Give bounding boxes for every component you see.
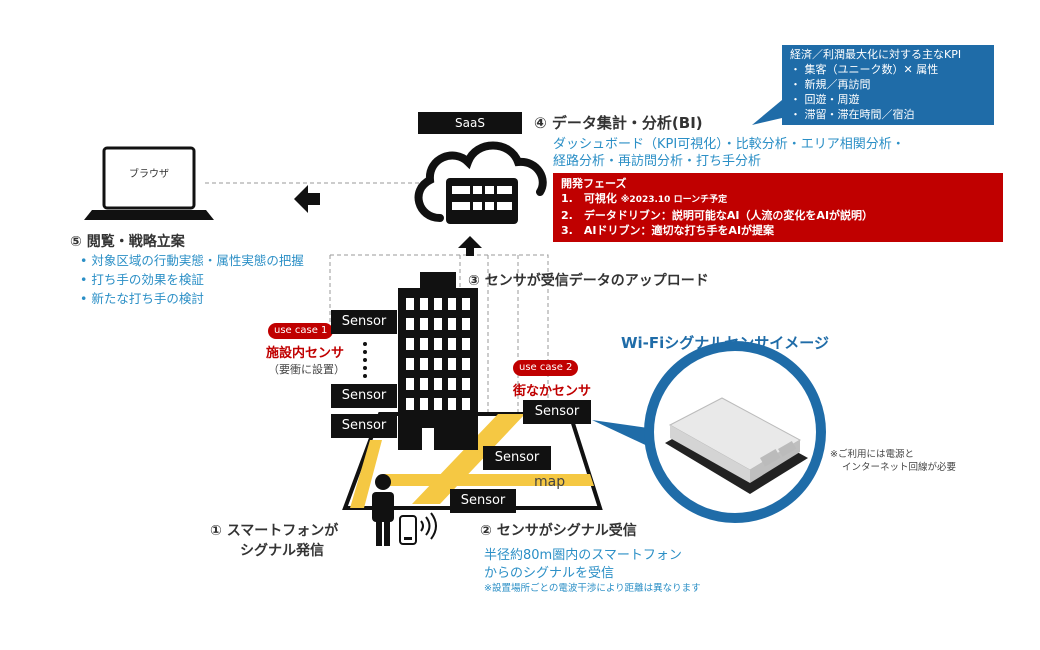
step4-line1: ダッシュボード（KPI可視化）・比較分析・エリア相関分析・ bbox=[553, 137, 905, 152]
use-case1-tag: use case 1 bbox=[268, 323, 334, 339]
step2-title: ② センサがシグナル受信 bbox=[480, 523, 637, 539]
step2-line1: 半径約80m圏内のスマートフォン bbox=[484, 548, 682, 563]
dev-phase-title: 開発フェーズ bbox=[561, 177, 627, 190]
dev-phase-box: 開発フェーズ 1. 可視化 ※2023.10 ローンチ予定 2. データドリブン… bbox=[553, 173, 1003, 242]
sensor-box: Sensor bbox=[483, 446, 551, 470]
step2-note: ※設置場所ごとの電波干渉により距離は異なります bbox=[484, 583, 701, 594]
step5-title: ⑤ 閲覧・戦略立案 bbox=[70, 234, 185, 250]
dev-phase-item-1-note: ※2023.10 ローンチ予定 bbox=[620, 195, 728, 205]
use-case1-note: （要衝に設置） bbox=[268, 363, 345, 376]
dev-phase-item-3: 3. AIドリブン：適切な打ち手をAIが提案 bbox=[561, 224, 775, 237]
wifi-title: Wi-Fiシグナルセンサイメージ bbox=[621, 334, 830, 352]
kpi-box: 経済／利潤最大化に対する主なKPI ・ 集客（ユニーク数）✕ 属性 ・ 新規／再… bbox=[782, 45, 994, 125]
step5-item: • 対象区域の行動実態・属性実態の把握 bbox=[80, 253, 304, 268]
road-horizontal bbox=[376, 474, 594, 486]
kpi-title: 経済／利潤最大化に対する主なKPI bbox=[790, 48, 962, 61]
left-arrow-icon bbox=[294, 185, 320, 213]
wifi-note-line: ※ご利用には電源と bbox=[830, 449, 914, 460]
laptop-icon bbox=[84, 146, 214, 220]
use-case1-title: 施設内センサ bbox=[266, 346, 345, 361]
sensor-box: Sensor bbox=[331, 310, 397, 334]
step5-item: • 新たな打ち手の検討 bbox=[80, 291, 204, 306]
kpi-callout-pointer bbox=[752, 100, 782, 125]
sensor-box: Sensor bbox=[523, 400, 591, 424]
upload-arrow-icon bbox=[458, 236, 482, 256]
wifi-sensor-device-icon bbox=[665, 397, 808, 494]
kpi-item: ・ 滞留・滞在時間／宿泊 bbox=[790, 108, 915, 121]
kpi-item: ・ 新規／再訪問 bbox=[790, 78, 871, 91]
sensor-box: Sensor bbox=[450, 489, 516, 513]
dev-phase-item-2: 2. データドリブン：説明可能なAI（人流の変化をAIが説明） bbox=[561, 209, 874, 222]
use-case2-tag: use case 2 bbox=[513, 360, 579, 376]
road-left bbox=[350, 440, 382, 508]
road-diagonal bbox=[412, 414, 525, 504]
cloud-icon bbox=[414, 141, 547, 224]
kpi-item: ・ 集客（ユニーク数）✕ 属性 bbox=[790, 63, 939, 76]
uc2-connector-line bbox=[330, 254, 549, 412]
browser-label: ブラウザ bbox=[129, 169, 169, 180]
kpi-item: ・ 回遊・周遊 bbox=[790, 93, 860, 106]
wifi-note: ※ご利用には電源と インターネット回線が必要 bbox=[830, 448, 956, 474]
saas-label: SaaS bbox=[418, 112, 522, 134]
wifi-note-line: インターネット回線が必要 bbox=[842, 462, 957, 473]
step1-line1: ① スマートフォンが bbox=[210, 523, 339, 539]
step4-title: ④ データ集計・分析(BI) bbox=[534, 114, 703, 132]
step5-list: • 対象区域の行動実態・属性実態の把握 • 打ち手の効果を検証 • 新たな打ち手… bbox=[80, 251, 304, 308]
map-label: map bbox=[534, 474, 566, 490]
sensor-box: Sensor bbox=[331, 414, 397, 438]
sensor-dots-icon bbox=[363, 342, 367, 378]
building-icon bbox=[398, 272, 478, 450]
smartphone-icon bbox=[399, 512, 437, 545]
step5-item: • 打ち手の効果を検証 bbox=[80, 272, 204, 287]
dev-phase-item-1: 1. 可視化 ※2023.10 ローンチ予定 bbox=[561, 191, 1003, 208]
step4-line2: 経路分析・再訪問分析・打ち手分析 bbox=[553, 154, 762, 169]
person-icon bbox=[372, 474, 394, 546]
dev-phase-item-1-label: 1. 可視化 bbox=[561, 192, 617, 205]
sensor-box: Sensor bbox=[331, 384, 397, 408]
step2-line2: からのシグナルを受信 bbox=[484, 566, 615, 581]
use-case2-title: 街なかセンサ bbox=[513, 384, 592, 399]
step1-line2: シグナル発信 bbox=[240, 543, 324, 559]
step3-title: ③ センサが受信データのアップロード bbox=[468, 273, 709, 289]
